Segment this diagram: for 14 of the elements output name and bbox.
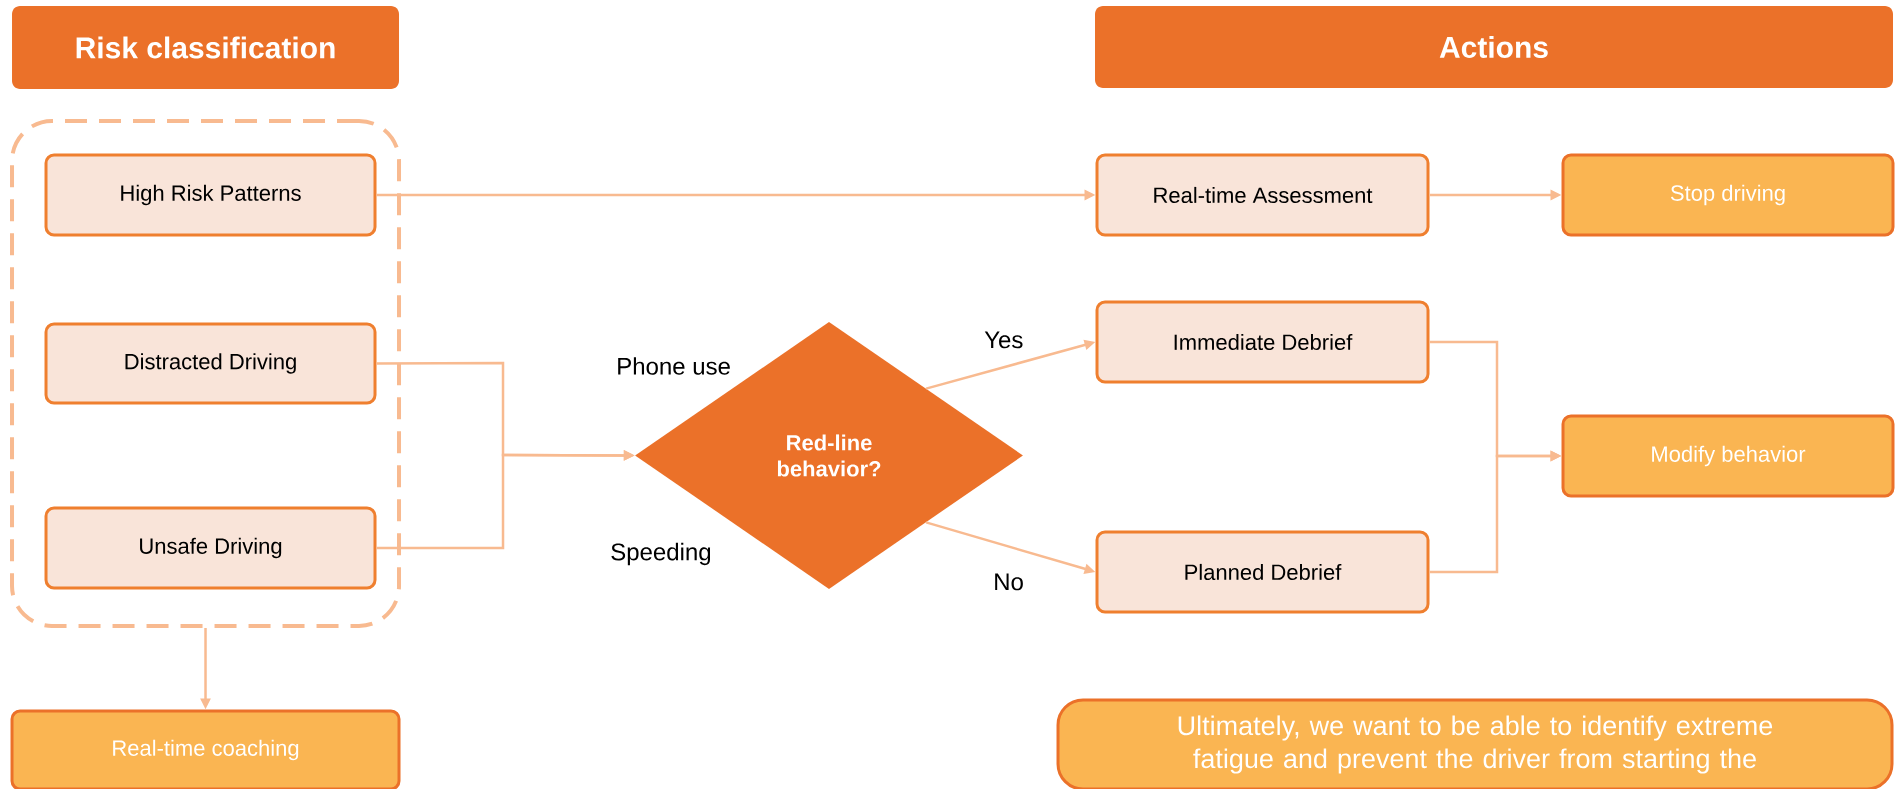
header-bar: Actions xyxy=(1095,6,1893,88)
process-box: Immediate Debrief xyxy=(1095,300,1430,384)
process-box: Unsafe Driving xyxy=(44,506,377,590)
header-bar: Risk classification xyxy=(12,6,399,89)
dashed-group xyxy=(10,119,401,628)
note-box: Ultimately, we want to be able to identify extreme fatigue and prevent the driver from starting the xyxy=(1056,698,1894,789)
process-box: Planned Debrief xyxy=(1095,530,1430,614)
edge-label: Yes xyxy=(982,329,1026,351)
action-box: Real-time coaching xyxy=(10,709,401,789)
action-box: Stop driving xyxy=(1561,153,1895,237)
process-box: Distracted Driving xyxy=(44,322,377,405)
action-box: Modify behavior xyxy=(1561,414,1895,498)
process-box: Real-time Assessment xyxy=(1095,153,1430,237)
process-box: High Risk Patterns xyxy=(44,153,377,237)
